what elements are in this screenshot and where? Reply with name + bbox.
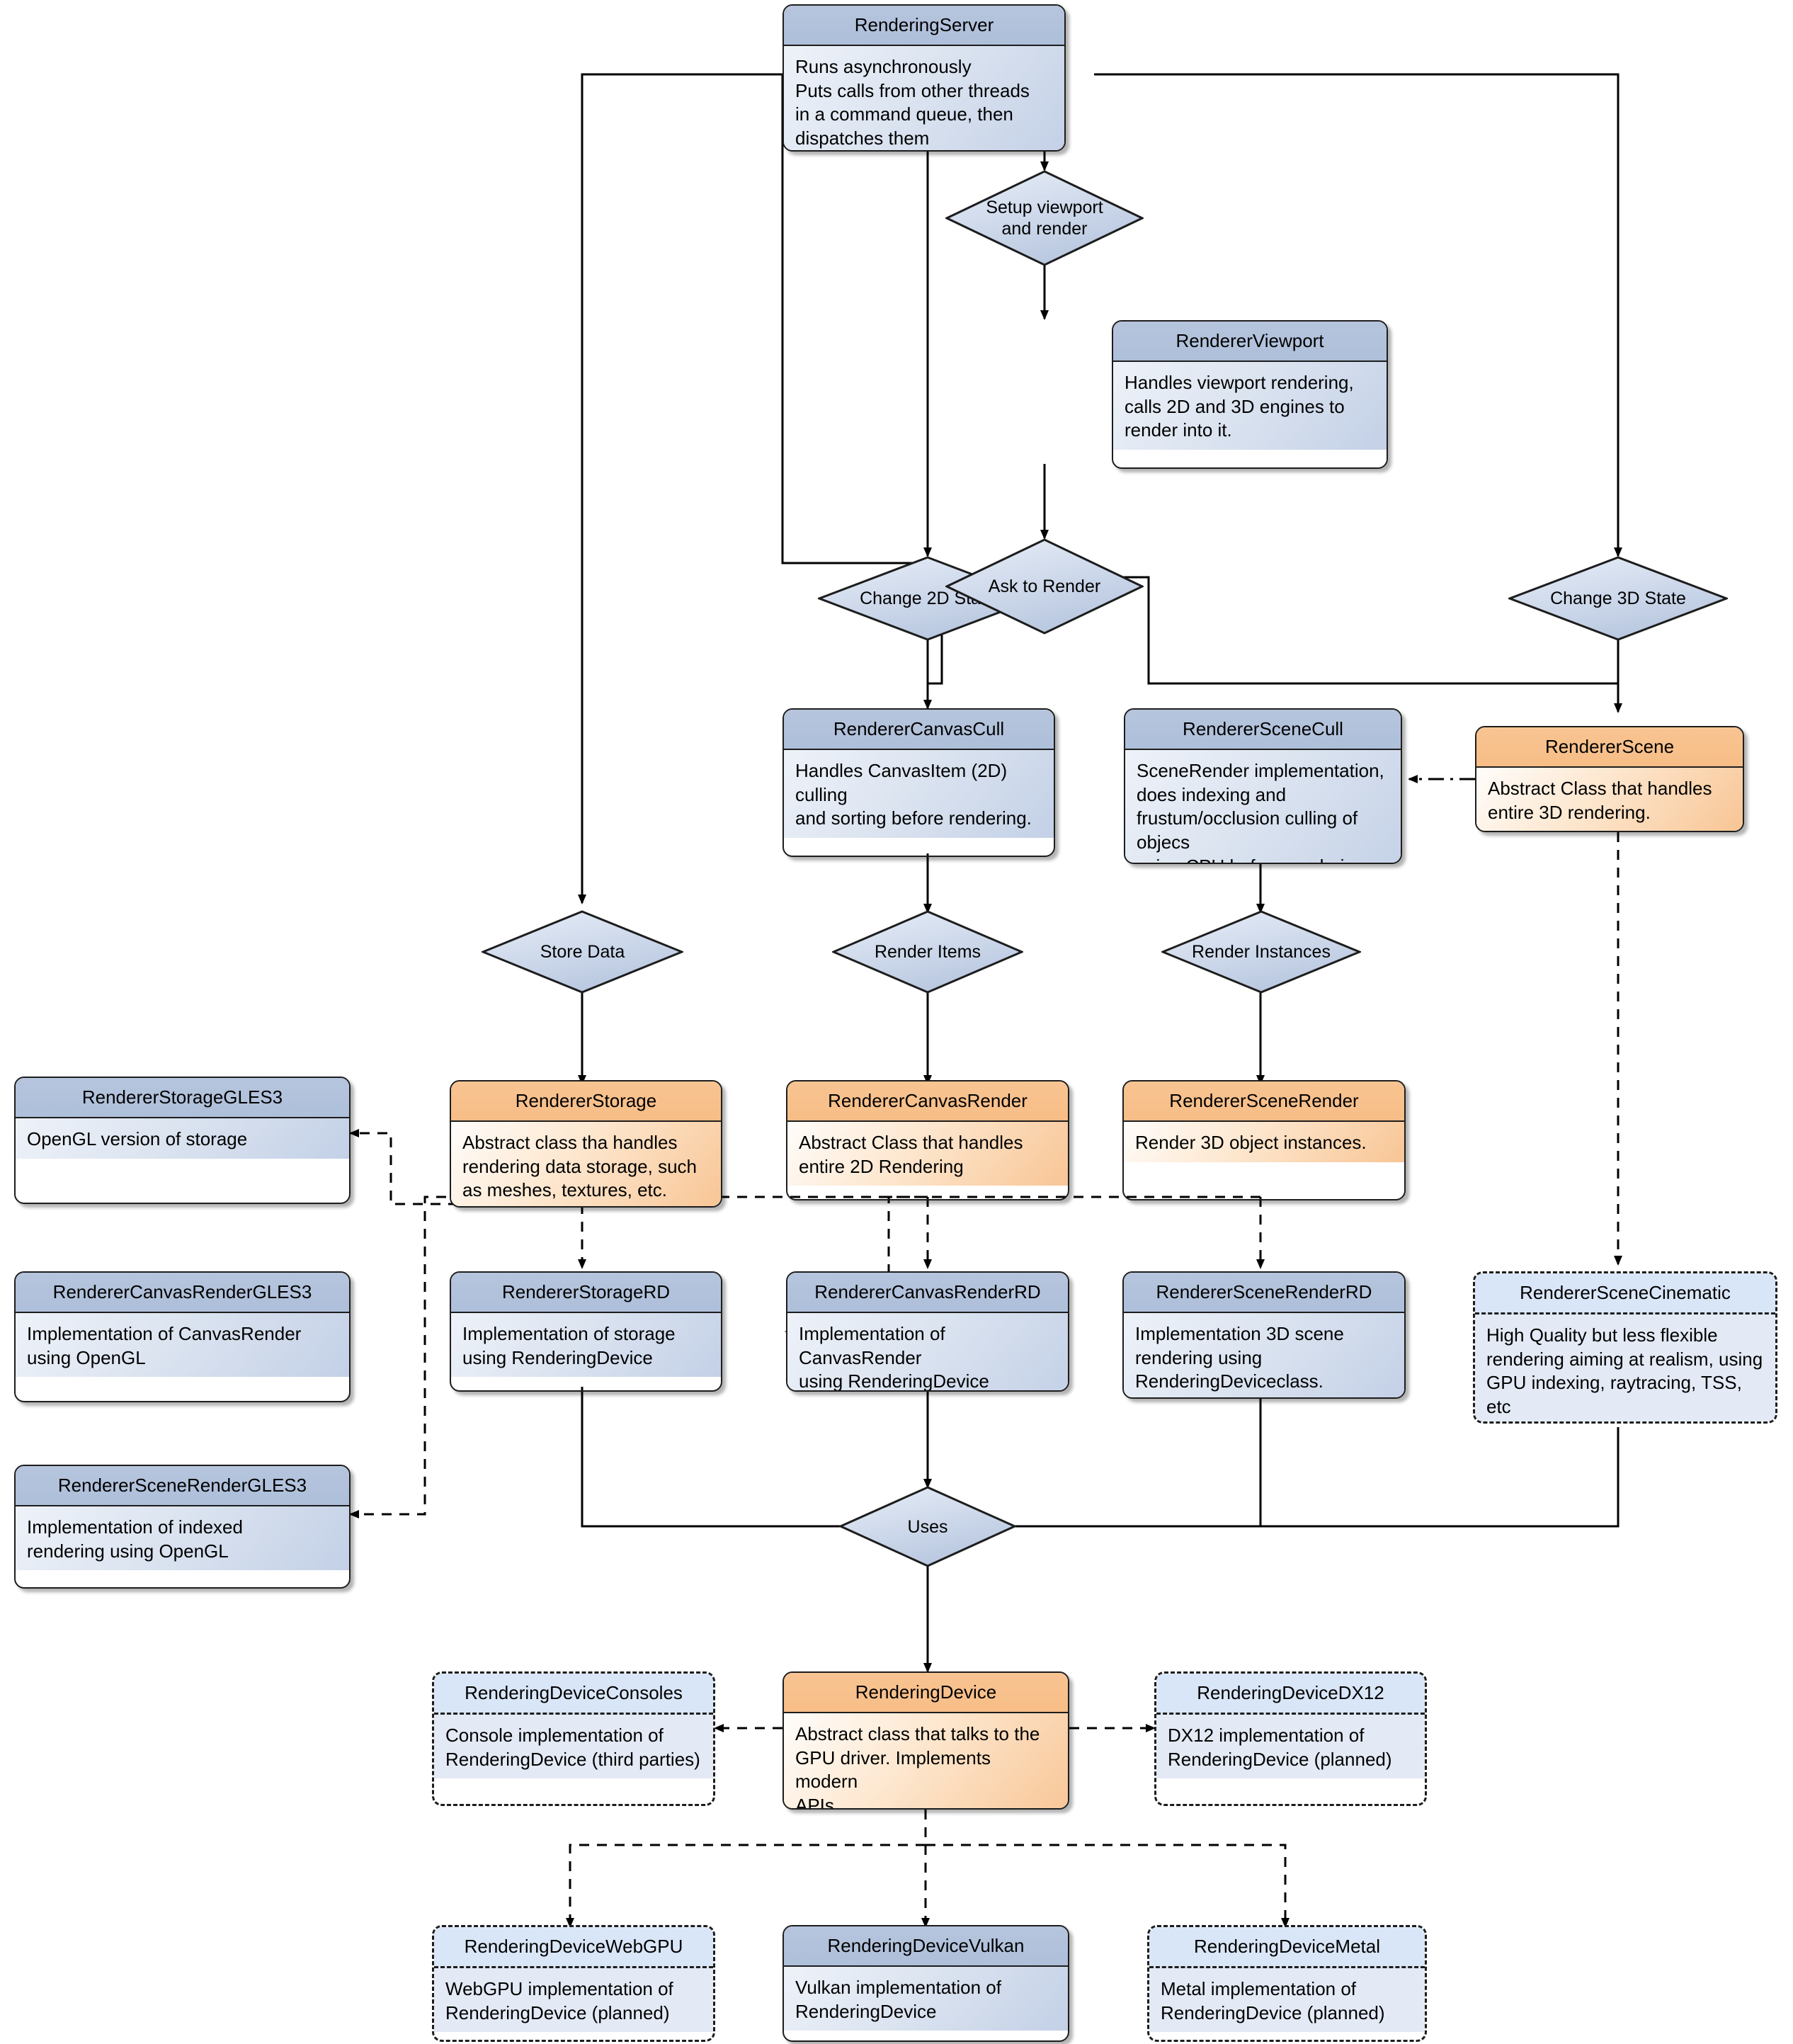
- node-renderer-storage-rd[interactable]: RendererStorageRD Implementation of stor…: [450, 1271, 722, 1392]
- node-body: WebGPU implementation of RenderingDevice…: [434, 1968, 713, 2033]
- node-rendering-device-dx12[interactable]: RenderingDeviceDX12 DX12 implementation …: [1154, 1671, 1427, 1806]
- node-renderer-scene-render-gles3[interactable]: RendererSceneRenderGLES3 Implementation …: [14, 1465, 351, 1589]
- decision-ask-to-render[interactable]: Ask to Render: [945, 538, 1144, 635]
- node-renderer-scene-render-rd[interactable]: RendererSceneRenderRD Implementation 3D …: [1122, 1271, 1406, 1399]
- node-rendering-device[interactable]: RenderingDevice Abstract class that talk…: [782, 1671, 1069, 1810]
- node-title: RendererSceneRenderGLES3: [16, 1466, 349, 1506]
- decision-label: Ask to Render: [988, 577, 1101, 596]
- node-body: Handles CanvasItem (2D) culling and sort…: [784, 749, 1054, 839]
- node-title: RendererCanvasRenderGLES3: [16, 1273, 349, 1313]
- node-rendering-device-vulkan[interactable]: RenderingDeviceVulkan Vulkan implementat…: [782, 1925, 1069, 2042]
- node-title: RenderingDeviceMetal: [1149, 1927, 1425, 1968]
- node-body: Abstract Class that handles entire 2D Re…: [787, 1121, 1068, 1186]
- node-body: Handles viewport rendering, calls 2D and…: [1113, 361, 1387, 450]
- node-renderer-viewport[interactable]: RendererViewport Handles viewport render…: [1112, 320, 1388, 469]
- node-body: DX12 implementation of RenderingDevice (…: [1156, 1714, 1425, 1779]
- node-renderer-scene-render[interactable]: RendererSceneRender Render 3D object ins…: [1122, 1080, 1406, 1200]
- node-title: RenderingDeviceConsoles: [434, 1674, 713, 1715]
- decision-label: Change 2D State: [860, 589, 996, 608]
- node-renderer-canvas-render-rd[interactable]: RendererCanvasRenderRD Implementation of…: [786, 1271, 1069, 1392]
- edge-cinematic-uses: [990, 1427, 1620, 1531]
- node-renderer-scene-cinematic[interactable]: RendererSceneCinematic High Quality but …: [1473, 1271, 1777, 1424]
- node-renderer-scene[interactable]: RendererScene Abstract Class that handle…: [1475, 726, 1744, 832]
- node-title: RendererSceneCinematic: [1475, 1273, 1775, 1315]
- decision-label: Render Items: [874, 942, 981, 962]
- decision-setup-viewport[interactable]: Setup viewport and render: [945, 170, 1144, 266]
- edge-server-change3d: [1094, 73, 1622, 557]
- node-body: Implementation of CanvasRender using Ren…: [787, 1312, 1068, 1390]
- node-renderer-canvas-render-gles3[interactable]: RendererCanvasRenderGLES3 Implementation…: [14, 1271, 351, 1402]
- decision-render-items[interactable]: Render Items: [832, 910, 1023, 994]
- node-rendering-device-metal[interactable]: RenderingDeviceMetal Metal implementatio…: [1147, 1925, 1427, 2042]
- node-body: Implementation 3D scene rendering using …: [1124, 1312, 1404, 1397]
- node-title: RendererCanvasRender: [787, 1081, 1068, 1122]
- node-title: RendererViewport: [1113, 322, 1387, 362]
- decision-label: Setup viewport and render: [986, 198, 1103, 239]
- node-title: RenderingDevice: [784, 1673, 1068, 1713]
- decision-label: Store Data: [540, 942, 625, 962]
- decision-label: Change 3D State: [1550, 589, 1686, 608]
- node-body: Runs asynchronously Puts calls from othe…: [784, 45, 1064, 150]
- node-title: RendererSceneRenderRD: [1124, 1273, 1404, 1313]
- node-body: Implementation of indexed rendering usin…: [16, 1506, 349, 1571]
- node-body: Abstract class tha handles rendering dat…: [451, 1121, 721, 1206]
- decision-change-3d-state[interactable]: Change 3D State: [1508, 556, 1728, 641]
- node-renderer-canvas-render[interactable]: RendererCanvasRender Abstract Class that…: [786, 1080, 1069, 1200]
- node-rendering-device-webgpu[interactable]: RenderingDeviceWebGPU WebGPU implementat…: [432, 1925, 715, 2042]
- node-renderer-canvas-cull[interactable]: RendererCanvasCull Handles CanvasItem (2…: [782, 708, 1055, 857]
- node-rendering-device-consoles[interactable]: RenderingDeviceConsoles Console implemen…: [432, 1671, 715, 1806]
- node-renderer-storage-gles3[interactable]: RendererStorageGLES3 OpenGL version of s…: [14, 1077, 351, 1204]
- node-title: RendererStorageGLES3: [16, 1078, 349, 1118]
- node-title: RenderingServer: [784, 6, 1064, 46]
- node-renderer-scene-cull[interactable]: RendererSceneCull SceneRender implementa…: [1124, 708, 1402, 864]
- node-title: RendererStorageRD: [451, 1273, 721, 1313]
- node-body: Implementation of storage using Renderin…: [451, 1312, 721, 1378]
- edge-device-metal: [926, 1844, 1290, 1928]
- node-title: RenderingDeviceVulkan: [784, 1926, 1068, 1967]
- decision-store-data[interactable]: Store Data: [482, 910, 683, 994]
- node-title: RendererSceneRender: [1124, 1081, 1404, 1122]
- node-title: RenderingDeviceDX12: [1156, 1674, 1425, 1715]
- node-title: RendererCanvasRenderRD: [787, 1273, 1068, 1313]
- edge-storagerd-uses: [581, 1387, 867, 1531]
- node-title: RendererScene: [1476, 727, 1743, 768]
- decision-label: Uses: [907, 1516, 948, 1537]
- node-title: RendererStorage: [451, 1081, 721, 1122]
- node-body: Abstract Class that handles entire 3D re…: [1476, 767, 1743, 831]
- node-body: High Quality but less flexible rendering…: [1475, 1314, 1775, 1421]
- node-body: Implementation of CanvasRender using Ope…: [16, 1312, 349, 1378]
- decision-uses[interactable]: Uses: [839, 1486, 1016, 1567]
- edge-scenerenderrd-uses: [990, 1394, 1262, 1531]
- node-body: Abstract class that talks to the GPU dri…: [784, 1713, 1068, 1808]
- node-title: RenderingDeviceWebGPU: [434, 1927, 713, 1968]
- node-renderer-storage[interactable]: RendererStorage Abstract class tha handl…: [450, 1080, 722, 1208]
- node-title: RendererSceneCull: [1125, 710, 1401, 750]
- edge-server-storedata: [578, 73, 782, 904]
- node-body: Metal implementation of RenderingDevice …: [1149, 1968, 1425, 2033]
- node-body: Console implementation of RenderingDevic…: [434, 1714, 713, 1779]
- decision-label: Render Instances: [1192, 942, 1331, 962]
- node-title: RendererCanvasCull: [784, 710, 1054, 750]
- edge-device-webgpu: [566, 1810, 927, 1928]
- node-body: SceneRender implementation, does indexin…: [1125, 749, 1401, 863]
- node-body: OpenGL version of storage: [16, 1118, 349, 1159]
- node-rendering-server[interactable]: RenderingServer Runs asynchronously Puts…: [782, 4, 1066, 152]
- decision-render-instances[interactable]: Render Instances: [1161, 910, 1361, 994]
- node-body: Render 3D object instances.: [1124, 1121, 1404, 1162]
- node-body: Vulkan implementation of RenderingDevice: [784, 1966, 1068, 2031]
